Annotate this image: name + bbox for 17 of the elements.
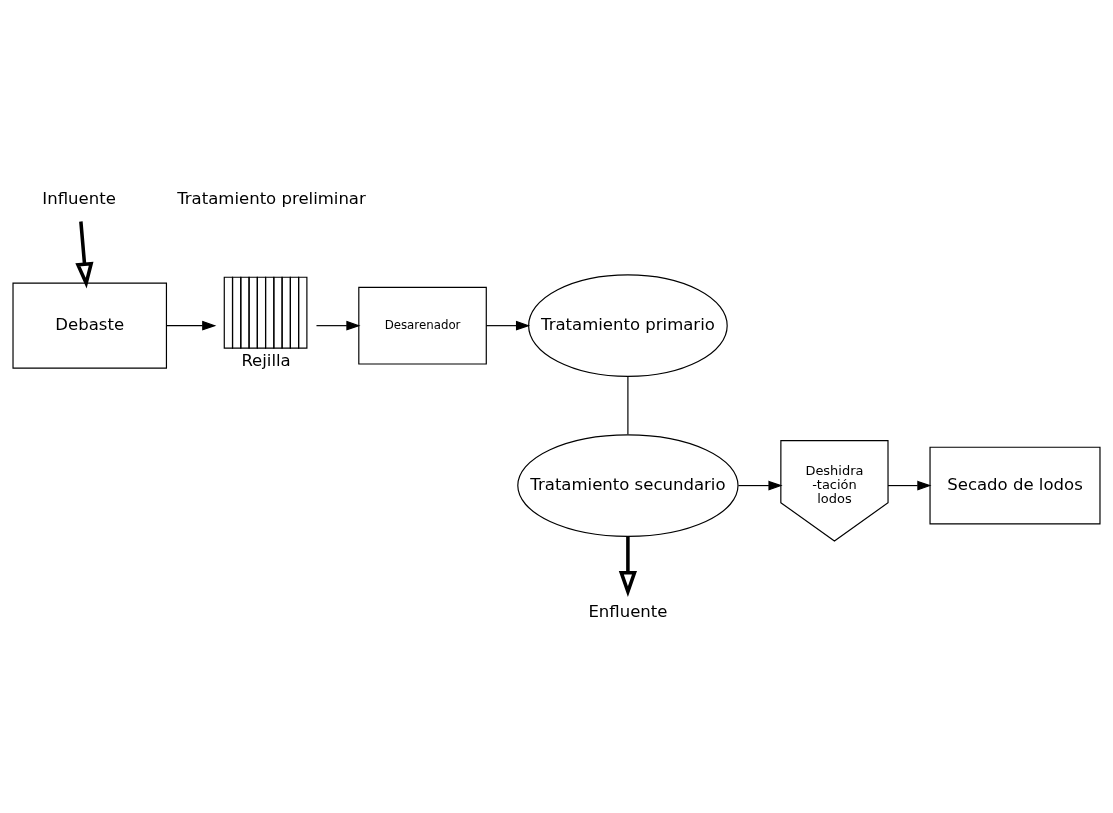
arrow [887,480,932,491]
arrow [737,480,783,491]
label: Tratamiento preliminar [177,189,366,209]
node-ellipse: Tratamiento secundario [517,434,739,537]
node-text: Influente [42,189,116,209]
node-box: Secado de lodos [929,446,1101,525]
arrow [166,320,217,331]
node-label: Rejilla [241,351,291,371]
node-ellipse: Tratamiento primario [528,274,728,377]
arrow [485,320,531,331]
connector [627,376,629,435]
node-box: Debaste [12,282,168,369]
node-box: Desarenador [358,286,487,365]
arrow [618,536,637,597]
node-text: Enfluente [588,602,668,622]
arrow [75,221,94,289]
arrow [315,320,361,331]
